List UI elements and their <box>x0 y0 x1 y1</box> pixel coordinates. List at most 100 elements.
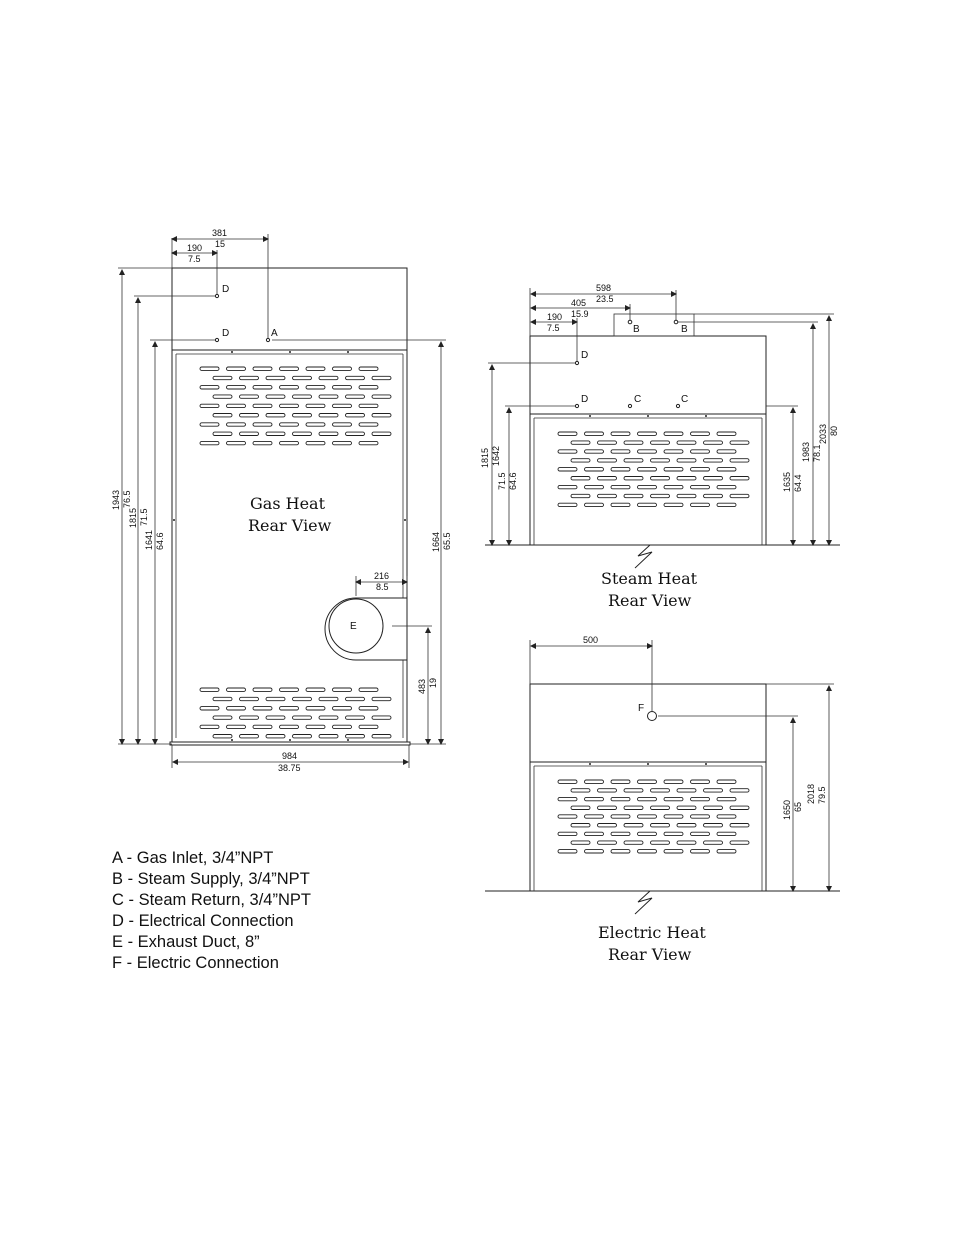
vent-slot <box>371 734 392 739</box>
vent-slot <box>570 805 591 810</box>
vent-slot <box>610 814 631 819</box>
vent-slot <box>212 696 233 702</box>
vent-slot <box>690 484 710 490</box>
vent-slot <box>252 422 273 427</box>
vent-slot <box>650 440 670 445</box>
vent-slot <box>332 422 352 427</box>
vent-slot <box>703 805 723 810</box>
vent-slot <box>305 706 326 711</box>
vent-slot <box>623 823 644 828</box>
svg-text:1635: 1635 <box>782 472 792 492</box>
vent-slot <box>371 375 392 381</box>
vent-slot <box>623 440 644 445</box>
gas-dim-381-mm: 381 <box>212 228 227 238</box>
vent-slot <box>226 724 246 730</box>
steam-label-b2: B <box>681 324 688 335</box>
vent-slot <box>318 413 339 418</box>
vent-slot <box>345 696 365 702</box>
vent-slot <box>318 715 339 720</box>
vent-slot <box>637 831 657 837</box>
steam-point-d-lower <box>574 403 580 409</box>
vent-slot <box>676 840 697 845</box>
vent-slot <box>676 440 697 445</box>
vent-slot <box>584 449 604 454</box>
vent-slot <box>226 366 246 371</box>
vent-slot <box>610 431 631 436</box>
vent-slot <box>610 484 631 490</box>
vent-slot <box>292 413 312 418</box>
vent-slot <box>252 687 273 692</box>
vent-slot <box>212 413 233 418</box>
gas-heat-view: E D D A 381 15 190 7.5 1943 76.5 1815 71… <box>111 228 452 773</box>
vent-slot <box>610 831 631 837</box>
vent-slot <box>637 796 657 802</box>
steam-label-b1: B <box>633 324 640 335</box>
vent-slot <box>716 502 737 508</box>
svg-text:64.6: 64.6 <box>155 532 165 550</box>
steam-point-b1 <box>627 319 633 325</box>
vent-slot <box>623 458 644 463</box>
electric-break-symbol <box>634 890 653 915</box>
vent-slot <box>212 734 233 739</box>
gas-base <box>169 741 411 746</box>
gas-dim-984-in: 38.75 <box>278 763 301 773</box>
gas-point-d-upper <box>214 293 220 299</box>
vent-slot <box>345 375 365 381</box>
gas-dim-190-in: 7.5 <box>188 254 201 264</box>
vent-slot <box>637 779 657 784</box>
vent-slot <box>371 413 392 418</box>
vent-slot <box>663 831 684 837</box>
svg-text:1983: 1983 <box>801 442 811 462</box>
electric-label-f: F <box>638 703 644 714</box>
vent-slot <box>265 696 286 702</box>
vent-slot <box>199 724 220 730</box>
vent-slot <box>252 724 273 730</box>
vent-slot <box>663 431 684 436</box>
vent-slot <box>212 431 233 436</box>
electric-cabinet-outline <box>529 683 767 892</box>
vent-slot <box>358 687 379 692</box>
legend-item-d: D - Electrical Connection <box>112 912 294 930</box>
vent-slot <box>305 687 326 692</box>
vent-slot <box>690 467 710 472</box>
svg-text:598: 598 <box>596 283 611 293</box>
vent-slot <box>332 440 352 446</box>
vent-slot <box>345 394 365 399</box>
vent-slot <box>265 394 286 399</box>
vent-slot <box>716 814 737 819</box>
vent-slot <box>690 796 710 802</box>
vent-slot <box>305 440 326 446</box>
vent-slot <box>305 385 326 390</box>
legend-item-e: E - Exhaust Duct, 8” <box>112 933 260 951</box>
vent-slot <box>623 805 644 810</box>
vent-slot <box>252 366 273 371</box>
vent-slot <box>557 814 578 819</box>
vent-slot <box>690 502 710 508</box>
vent-slot <box>557 831 578 837</box>
svg-text:79.5: 79.5 <box>817 786 827 804</box>
vent-slot <box>305 724 326 730</box>
vent-slot <box>345 431 365 436</box>
vent-slot <box>584 849 604 854</box>
svg-text:15.9: 15.9 <box>571 309 589 319</box>
vent-slot <box>597 823 617 828</box>
electric-vent-grille <box>557 779 750 854</box>
svg-text:1650: 1650 <box>782 800 792 820</box>
gas-dim-216-in: 8.5 <box>376 582 389 592</box>
vent-slot <box>650 458 670 463</box>
vent-slot <box>557 849 578 854</box>
vent-slot <box>358 724 379 730</box>
vent-slot <box>279 440 299 446</box>
vent-slot <box>226 422 246 427</box>
gas-dim-190-mm: 190 <box>187 243 202 253</box>
vent-slot <box>371 715 392 720</box>
steam-title-line2: Rear View <box>608 591 692 610</box>
vent-slot <box>637 449 657 454</box>
vent-slot <box>584 796 604 802</box>
vent-slot <box>332 706 352 711</box>
vent-slot <box>239 413 259 418</box>
vent-slot <box>279 422 299 427</box>
vent-slot <box>557 431 578 436</box>
legend-item-c: C - Steam Return, 3/4”NPT <box>112 891 311 909</box>
gas-point-a <box>265 337 271 343</box>
